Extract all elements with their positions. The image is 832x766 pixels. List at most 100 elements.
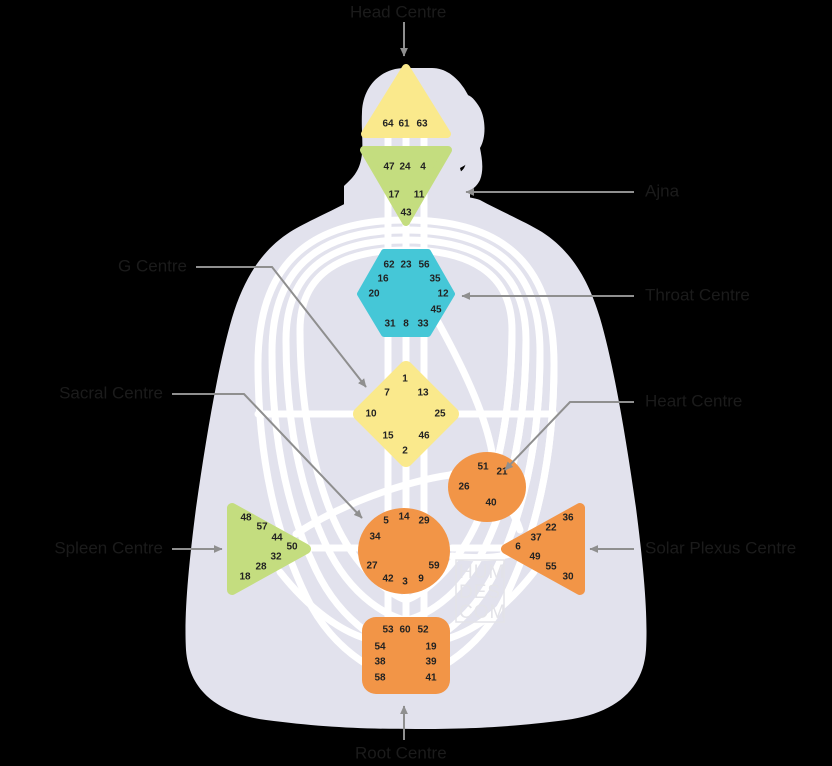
leader-g: [196, 266, 367, 388]
gate-number-31[interactable]: 31: [384, 319, 396, 330]
gate-number-1[interactable]: 1: [402, 374, 408, 385]
centre-label-sacral: Sacral Centre: [59, 383, 163, 402]
centre-root[interactable]: [362, 617, 450, 694]
root-centre-shape[interactable]: [362, 617, 450, 694]
gate-number-62[interactable]: 62: [383, 260, 395, 271]
gate-number-42[interactable]: 42: [382, 574, 394, 585]
gate-number-38[interactable]: 38: [374, 657, 386, 668]
gate-number-6[interactable]: 6: [515, 542, 521, 553]
throat-centre-shape[interactable]: [357, 249, 455, 337]
gate-number-5[interactable]: 5: [383, 516, 389, 527]
centre-label-g: G Centre: [118, 256, 187, 275]
gate-number-53[interactable]: 53: [382, 625, 394, 636]
watermark-line-1: HUM: [459, 562, 505, 583]
gate-number-29[interactable]: 29: [418, 516, 430, 527]
gate-number-2[interactable]: 2: [402, 446, 408, 457]
gate-number-64[interactable]: 64: [382, 119, 394, 130]
gate-number-8[interactable]: 8: [403, 319, 409, 330]
gate-number-21[interactable]: 21: [496, 467, 508, 478]
gate-number-12[interactable]: 12: [437, 289, 449, 300]
gate-number-3[interactable]: 3: [402, 577, 408, 588]
gate-number-33[interactable]: 33: [417, 319, 429, 330]
gate-number-39[interactable]: 39: [425, 657, 437, 668]
gate-number-9[interactable]: 9: [418, 574, 424, 585]
gate-number-58[interactable]: 58: [374, 673, 386, 684]
gate-number-7[interactable]: 7: [384, 388, 390, 399]
gate-number-35[interactable]: 35: [429, 274, 441, 285]
watermark-line-3: COM: [459, 602, 506, 623]
centre-label-throat: Throat Centre: [645, 285, 750, 304]
centre-g[interactable]: [353, 361, 459, 467]
gate-number-48[interactable]: 48: [240, 513, 252, 524]
gate-number-17[interactable]: 17: [388, 190, 400, 201]
gate-number-55[interactable]: 55: [545, 562, 557, 573]
gate-number-36[interactable]: 36: [562, 513, 574, 524]
watermark: HUM DES COM: [455, 559, 506, 623]
gate-number-43[interactable]: 43: [400, 208, 412, 219]
callout-leaders: [172, 22, 634, 740]
gate-number-47[interactable]: 47: [383, 162, 395, 173]
gate-number-34[interactable]: 34: [369, 532, 381, 543]
gate-number-28[interactable]: 28: [255, 562, 267, 573]
gate-number-44[interactable]: 44: [271, 533, 283, 544]
centre-label-ajna: Ajna: [645, 181, 680, 200]
gate-number-10[interactable]: 10: [365, 409, 377, 420]
centre-throat[interactable]: [357, 249, 455, 337]
gate-number-32[interactable]: 32: [270, 552, 282, 563]
centre-head[interactable]: [361, 64, 451, 138]
sacral-centre-shape[interactable]: [358, 508, 450, 594]
gate-number-15[interactable]: 15: [382, 431, 394, 442]
centre-label-solar_plexus: Solar Plexus Centre: [645, 538, 796, 557]
gate-number-61[interactable]: 61: [398, 119, 410, 130]
spleen-centre-shape[interactable]: [227, 503, 311, 595]
gate-number-49[interactable]: 49: [529, 552, 541, 563]
gate-number-54[interactable]: 54: [374, 642, 386, 653]
centre-spleen[interactable]: [227, 503, 311, 595]
centre-label-heart: Heart Centre: [645, 391, 742, 410]
gate-number-13[interactable]: 13: [417, 388, 429, 399]
gate-number-52[interactable]: 52: [417, 625, 429, 636]
centre-label-spleen: Spleen Centre: [54, 538, 163, 557]
watermark-line-2: DES: [459, 582, 501, 603]
gate-number-11[interactable]: 11: [414, 190, 425, 201]
gate-number-24[interactable]: 24: [399, 162, 411, 173]
solar-plexus-centre-shape[interactable]: [501, 503, 585, 595]
centre-ajna[interactable]: [360, 146, 452, 226]
gate-number-14[interactable]: 14: [398, 512, 410, 523]
leader-heart: [504, 401, 634, 471]
gate-number-27[interactable]: 27: [366, 561, 378, 572]
gate-number-59[interactable]: 59: [428, 561, 440, 572]
gate-number-56[interactable]: 56: [418, 260, 430, 271]
gate-number-23[interactable]: 23: [400, 260, 412, 271]
gate-number-50[interactable]: 50: [286, 542, 298, 553]
gate-number-18[interactable]: 18: [239, 572, 251, 583]
gate-number-25[interactable]: 25: [434, 409, 446, 420]
gate-number-40[interactable]: 40: [485, 498, 497, 509]
gate-number-63[interactable]: 63: [416, 119, 428, 130]
centre-solar-plexus[interactable]: [501, 503, 585, 595]
gate-number-4[interactable]: 4: [420, 162, 426, 173]
gate-number-30[interactable]: 30: [562, 572, 574, 583]
gate-number-60[interactable]: 60: [399, 625, 411, 636]
centre-label-head: Head Centre: [350, 2, 446, 21]
centre-sacral[interactable]: [358, 508, 450, 594]
gate-number-57[interactable]: 57: [256, 522, 268, 533]
ajna-centre-shape[interactable]: [360, 146, 452, 226]
gate-number-26[interactable]: 26: [458, 482, 470, 493]
gate-number-37[interactable]: 37: [530, 533, 542, 544]
gate-number-19[interactable]: 19: [425, 642, 437, 653]
gate-number-41[interactable]: 41: [425, 673, 437, 684]
g-centre-shape[interactable]: [353, 361, 459, 467]
gate-number-20[interactable]: 20: [368, 289, 380, 300]
head-centre-shape[interactable]: [361, 64, 451, 138]
gate-number-45[interactable]: 45: [430, 305, 442, 316]
leader-sacral: [172, 393, 363, 519]
gate-number-16[interactable]: 16: [377, 274, 389, 285]
gate-number-46[interactable]: 46: [418, 431, 430, 442]
gate-number-22[interactable]: 22: [545, 523, 557, 534]
gate-number-51[interactable]: 51: [477, 462, 489, 473]
